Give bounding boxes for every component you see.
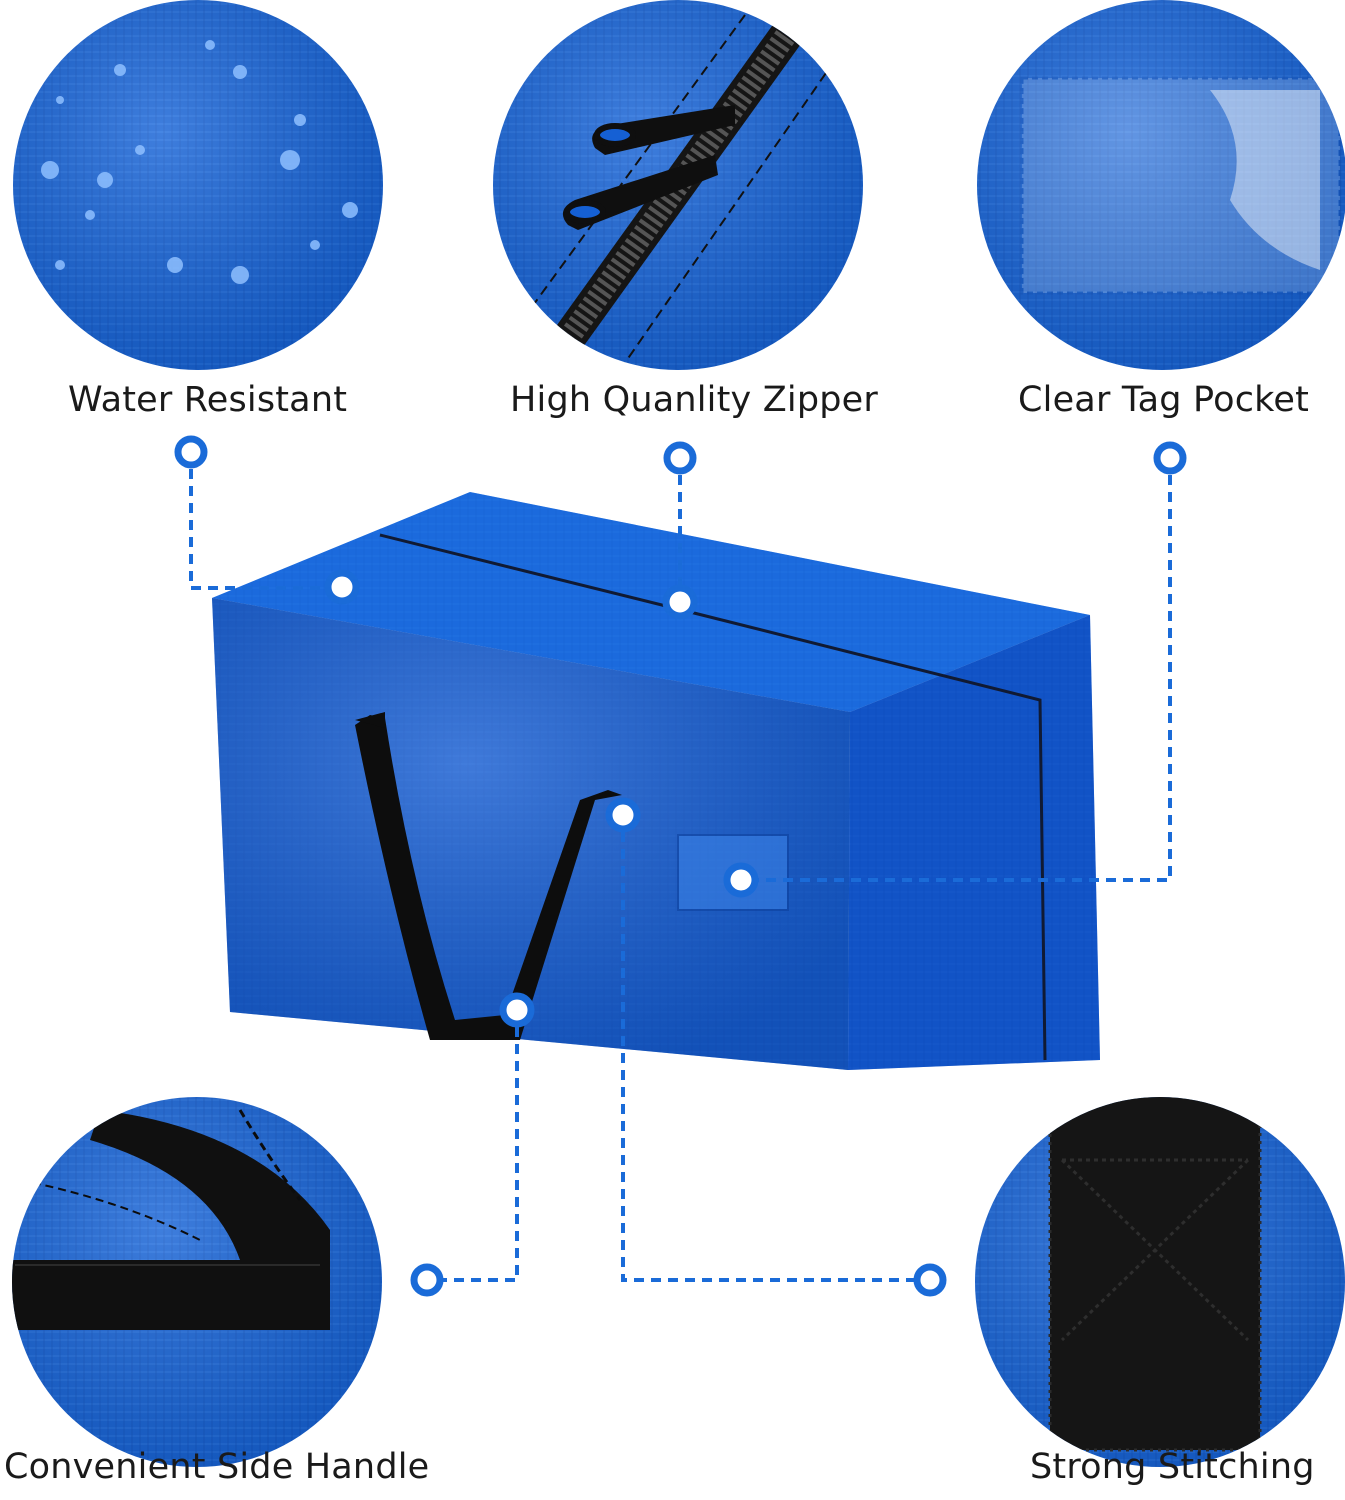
label-tag-pocket: Clear Tag Pocket	[1018, 380, 1310, 420]
marker-handle-bag	[499, 992, 535, 1028]
marker-stitch-bag	[605, 797, 641, 833]
marker-tag-top	[1153, 441, 1187, 475]
stitching-photo	[975, 1097, 1345, 1467]
zipper-photo	[493, 0, 863, 370]
storage-bag	[212, 492, 1100, 1070]
marker-water-bag	[324, 569, 360, 605]
marker-zipper-bag	[662, 584, 698, 620]
side-handle-icon	[12, 1109, 330, 1330]
water-resistant-photo	[13, 0, 383, 370]
zipper-pulls-icon	[562, 105, 735, 230]
marker-tag-bag	[723, 862, 759, 898]
marker-stitch-side	[913, 1263, 947, 1297]
callout-markers	[174, 435, 1187, 1297]
label-side-handle: Convenient Side Handle	[4, 1447, 430, 1487]
label-zipper: High Quanlity Zipper	[510, 380, 878, 420]
tag-pocket-icon	[1020, 76, 1342, 295]
side-handle-photo	[12, 1097, 382, 1467]
water-drops-icon	[41, 40, 358, 284]
tag-pocket-photo	[977, 0, 1345, 370]
label-stitching: Strong Stitching	[1030, 1447, 1315, 1487]
bag-handle	[355, 715, 622, 1040]
callout-lines	[189, 452, 1172, 1282]
label-water-resistant: Water Resistant	[68, 380, 348, 420]
marker-zipper-top	[663, 441, 697, 475]
marker-water-top	[174, 435, 208, 469]
stitched-strap-icon	[1048, 1097, 1262, 1452]
marker-handle-side	[410, 1263, 444, 1297]
